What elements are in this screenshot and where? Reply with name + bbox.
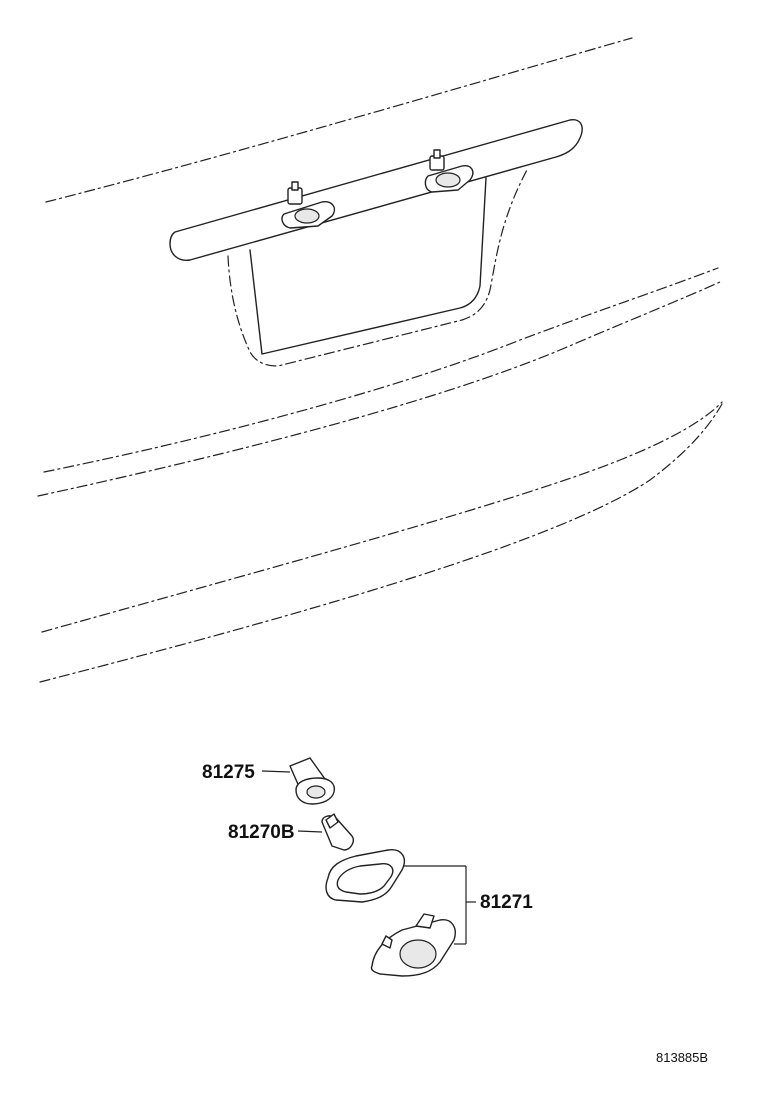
bulb-81270B: [321, 813, 354, 851]
installed-lamp-left: [281, 181, 336, 229]
leader-lines: [261, 770, 476, 945]
vehicle-body-outline: [37, 37, 723, 683]
part-label-81270B: 81270B: [228, 822, 295, 843]
installed-lamp-right: [424, 149, 474, 193]
lamp-lens-gasket: [325, 849, 406, 903]
part-label-81271: 81271: [480, 892, 533, 913]
figure-code: 813885B: [656, 1050, 708, 1065]
license-garnish: [169, 119, 583, 367]
lamp-housing: [370, 913, 456, 977]
part-label-81275: 81275: [202, 762, 255, 783]
bulb-socket-81275: [289, 757, 336, 805]
